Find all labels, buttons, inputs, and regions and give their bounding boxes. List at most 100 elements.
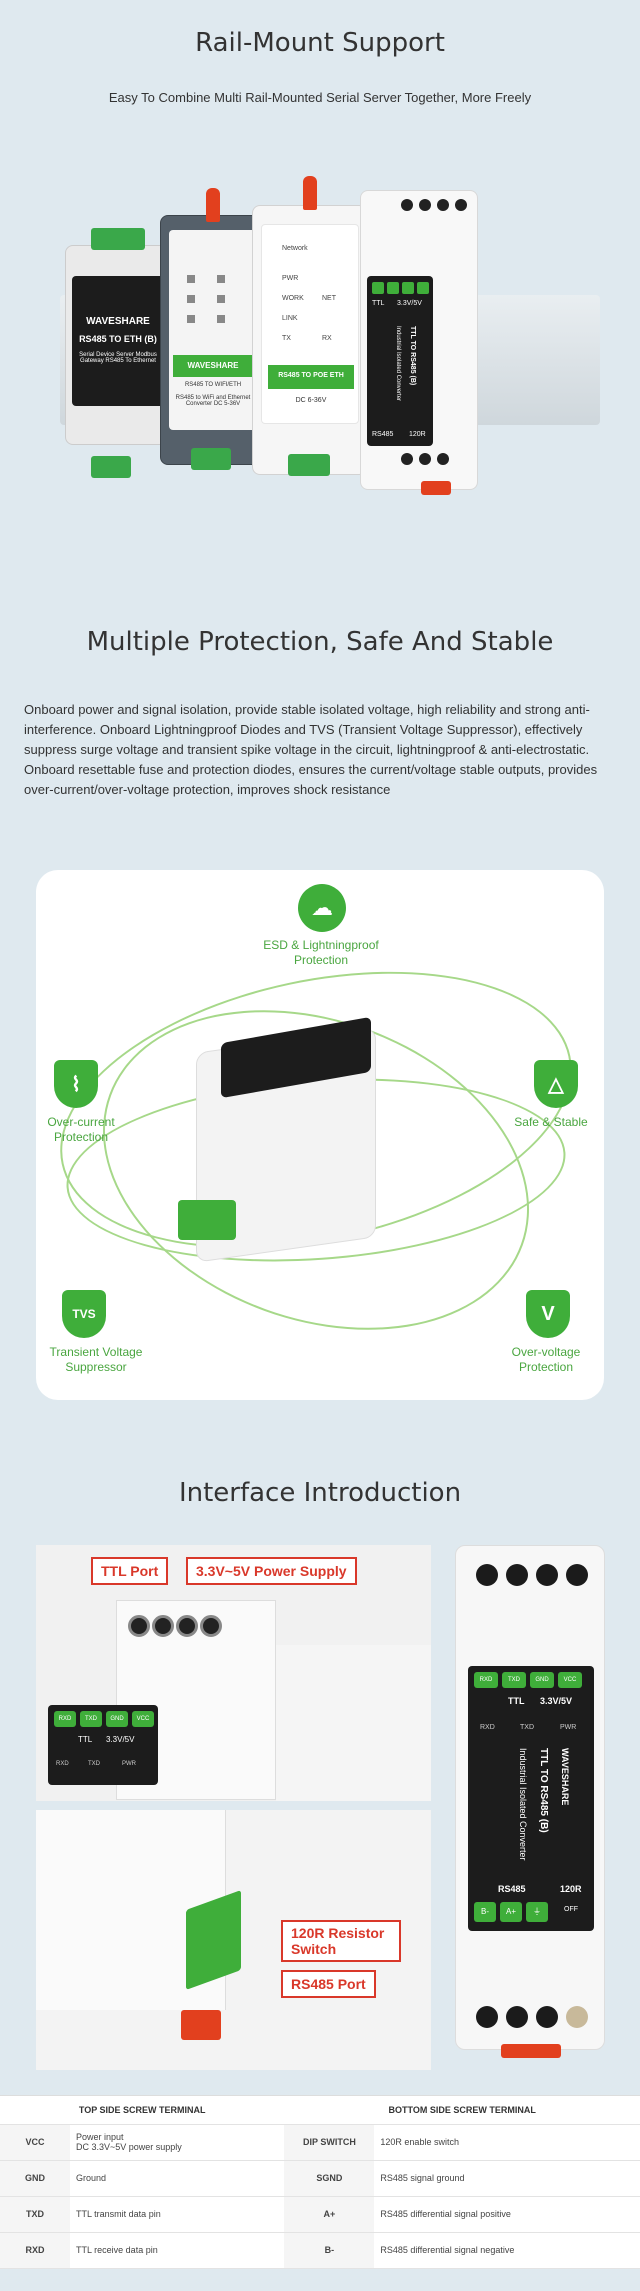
device-desc: DC 6-36V [295,397,327,404]
rail-title: Rail-Mount Support [195,28,445,58]
bottom-terminal-holes [401,453,449,465]
resistor-label: 120R [409,431,426,438]
interface-title: Interface Introduction [178,1478,462,1508]
pin-description: RS485 differential signal positive [374,2196,640,2233]
pin-name: RXD [0,2232,70,2269]
led-label: RX [322,335,332,342]
rs485-side-photo: 120R Resistor Switch RS485 Port [36,1810,431,2070]
triangle-nodes-icon: △ [534,1060,578,1108]
protection-body: Onboard power and signal isolation, prov… [24,702,598,797]
converter-render [166,990,446,1280]
label-tvs: Transient Voltage Suppressor [49,1345,143,1374]
device-face: Network PWR WORK NET LINK TX RX RS485 TO… [261,224,359,424]
pin-panel: RXD TXD GND VCC TTL 3.3V/5V RXD TXD PWR [48,1705,158,1785]
callout-resistor-switch: 120R Resistor Switch [281,1920,401,1962]
cloud-shield-icon: ☁ [298,884,346,932]
pin-name: B- [284,2232,375,2269]
pin-description: Ground [70,2160,285,2197]
ground-icon: ⏚ [526,1902,548,1922]
pin-b-minus: B- [474,1902,496,1922]
ttl-side-photo: TTL Port 3.3V~5V Power Supply RXD TXD GN… [36,1545,431,1801]
device-face: WAVESHARE RS485 TO WIFI/ETH RS485 to WiF… [169,230,257,430]
pulse-shield-icon: ⌇ [54,1060,98,1108]
ttl-label: TTL [508,1696,525,1706]
device-model: TTL TO RS485 (B) [538,1748,549,1833]
table-row: GND Ground SGND RS485 signal ground [0,2160,640,2197]
voltage-label: 3.3V/5V [106,1735,135,1744]
led-label: PWR [282,275,299,282]
protection-title: Multiple Protection, Safe And Stable [86,627,554,657]
led-label: LINK [282,315,298,322]
tvs-badge: TVS [62,1290,106,1338]
rail-subtitle: Easy To Combine Multi Rail-Mounted Seria… [108,90,532,105]
led-pwr: PWR [122,1761,136,1767]
terminal-hole [200,1615,222,1637]
led-pwr: PWR [560,1724,577,1731]
ttl-label: TTL [372,300,385,307]
device-panel: WAVESHARE RS485 TO ETH (B) Serial Device… [72,276,164,406]
top-terminal-holes [476,1564,588,1586]
label-safe: Safe & Stable [514,1115,588,1129]
header-bottom-side: BOTTOM SIDE SCREW TERMINAL [284,2096,640,2125]
terminal-hole [176,1615,198,1637]
terminal-hole [152,1615,174,1637]
terminal-block [91,228,145,250]
table-row: TXD TTL transmit data pin A+ RS485 diffe… [0,2196,640,2233]
device-ttl-rs485: TTL 3.3V/5V TTL TO RS485 (B) Industrial … [360,190,478,495]
table-row: RXD TTL receive data pin B- RS485 differ… [0,2232,640,2269]
voltage-label: 3.3V/5V [397,300,422,307]
device-model: RS485 TO ETH (B) [79,334,157,344]
led-rxd: RXD [480,1724,495,1731]
pin-name: GND [0,2160,70,2197]
pin-strip [372,282,429,294]
pin-name: VCC [0,2124,70,2161]
terminal-block [191,448,231,470]
pin-a-plus: A+ [500,1902,522,1922]
header-top-side: TOP SIDE SCREW TERMINAL [0,2096,285,2125]
pin-vcc: VCC [132,1711,154,1727]
device-rs485-wifi: WAVESHARE RS485 TO WIFI/ETH RS485 to WiF… [160,188,265,470]
voltage-label: 3.3V/5V [540,1696,573,1706]
pin-vcc: VCC [558,1672,582,1688]
callout-power-supply: 3.3V~5V Power Supply [186,1557,357,1585]
label-overvoltage: Over-voltage Protection [511,1345,581,1374]
device-desc: Serial Device Server Modbus Gateway RS48… [79,352,157,364]
led-label: WORK [282,295,304,302]
switch-off-label: OFF [564,1906,578,1913]
device-rs485-poe: Network PWR WORK NET LINK TX RX RS485 TO… [252,176,367,476]
device-brand: WAVESHARE [86,316,150,327]
device-brand: WAVESHARE [187,361,239,370]
table-row: VCC Power input DC 3.3V~5V power supply … [0,2124,640,2161]
brand-strip: RS485 TO POE ETH [268,365,354,389]
device-rs485-eth: WAVESHARE RS485 TO ETH (B) Serial Device… [65,228,170,478]
voltage-shield-icon: V [526,1290,570,1338]
antenna [206,188,220,222]
device-desc: Industrial Isolated Converter [518,1748,528,1861]
ttl-rs485-converter-front: RXD TXD GND VCC TTL 3.3V/5V RXD TXD PWR … [455,1545,605,2058]
rail-devices-image: WAVESHARE RS485 TO ETH (B) Serial Device… [60,176,600,540]
device-model: RS485 TO WIFI/ETH [184,382,242,388]
led-label: NET [322,295,336,302]
device-model: RS485 TO POE ETH [278,372,344,379]
pin-description: RS485 differential signal negative [374,2232,640,2269]
terminal-spec-table: TOP SIDE SCREW TERMINAL BOTTOM SIDE SCRE… [0,2095,640,2269]
led-label: TX [282,335,291,342]
resistor-label: 120R [560,1884,582,1894]
rs485-label: RS485 [498,1884,526,1894]
pin-description: RS485 signal ground [374,2160,640,2197]
pin-description: TTL transmit data pin [70,2196,285,2233]
led-label: Network [282,245,308,252]
device-desc: Industrial Isolated Converter [395,326,401,402]
pin-name: DIP SWITCH [284,2124,375,2161]
pin-rxd: RXD [54,1711,76,1727]
din-clip [501,2044,561,2058]
led-txd: TXD [520,1724,534,1731]
din-clip [421,481,451,495]
device-brand: WAVESHARE [560,1748,570,1806]
terminal-hole [128,1615,150,1637]
label-esd: ESD & Lightningproof Protection [263,938,379,967]
callout-rs485-port: RS485 Port [281,1970,376,1998]
pin-description: 120R enable switch [374,2124,640,2161]
device-panel: RXD TXD GND VCC TTL 3.3V/5V RXD TXD PWR … [468,1666,594,1931]
ttl-label: TTL [78,1735,93,1744]
